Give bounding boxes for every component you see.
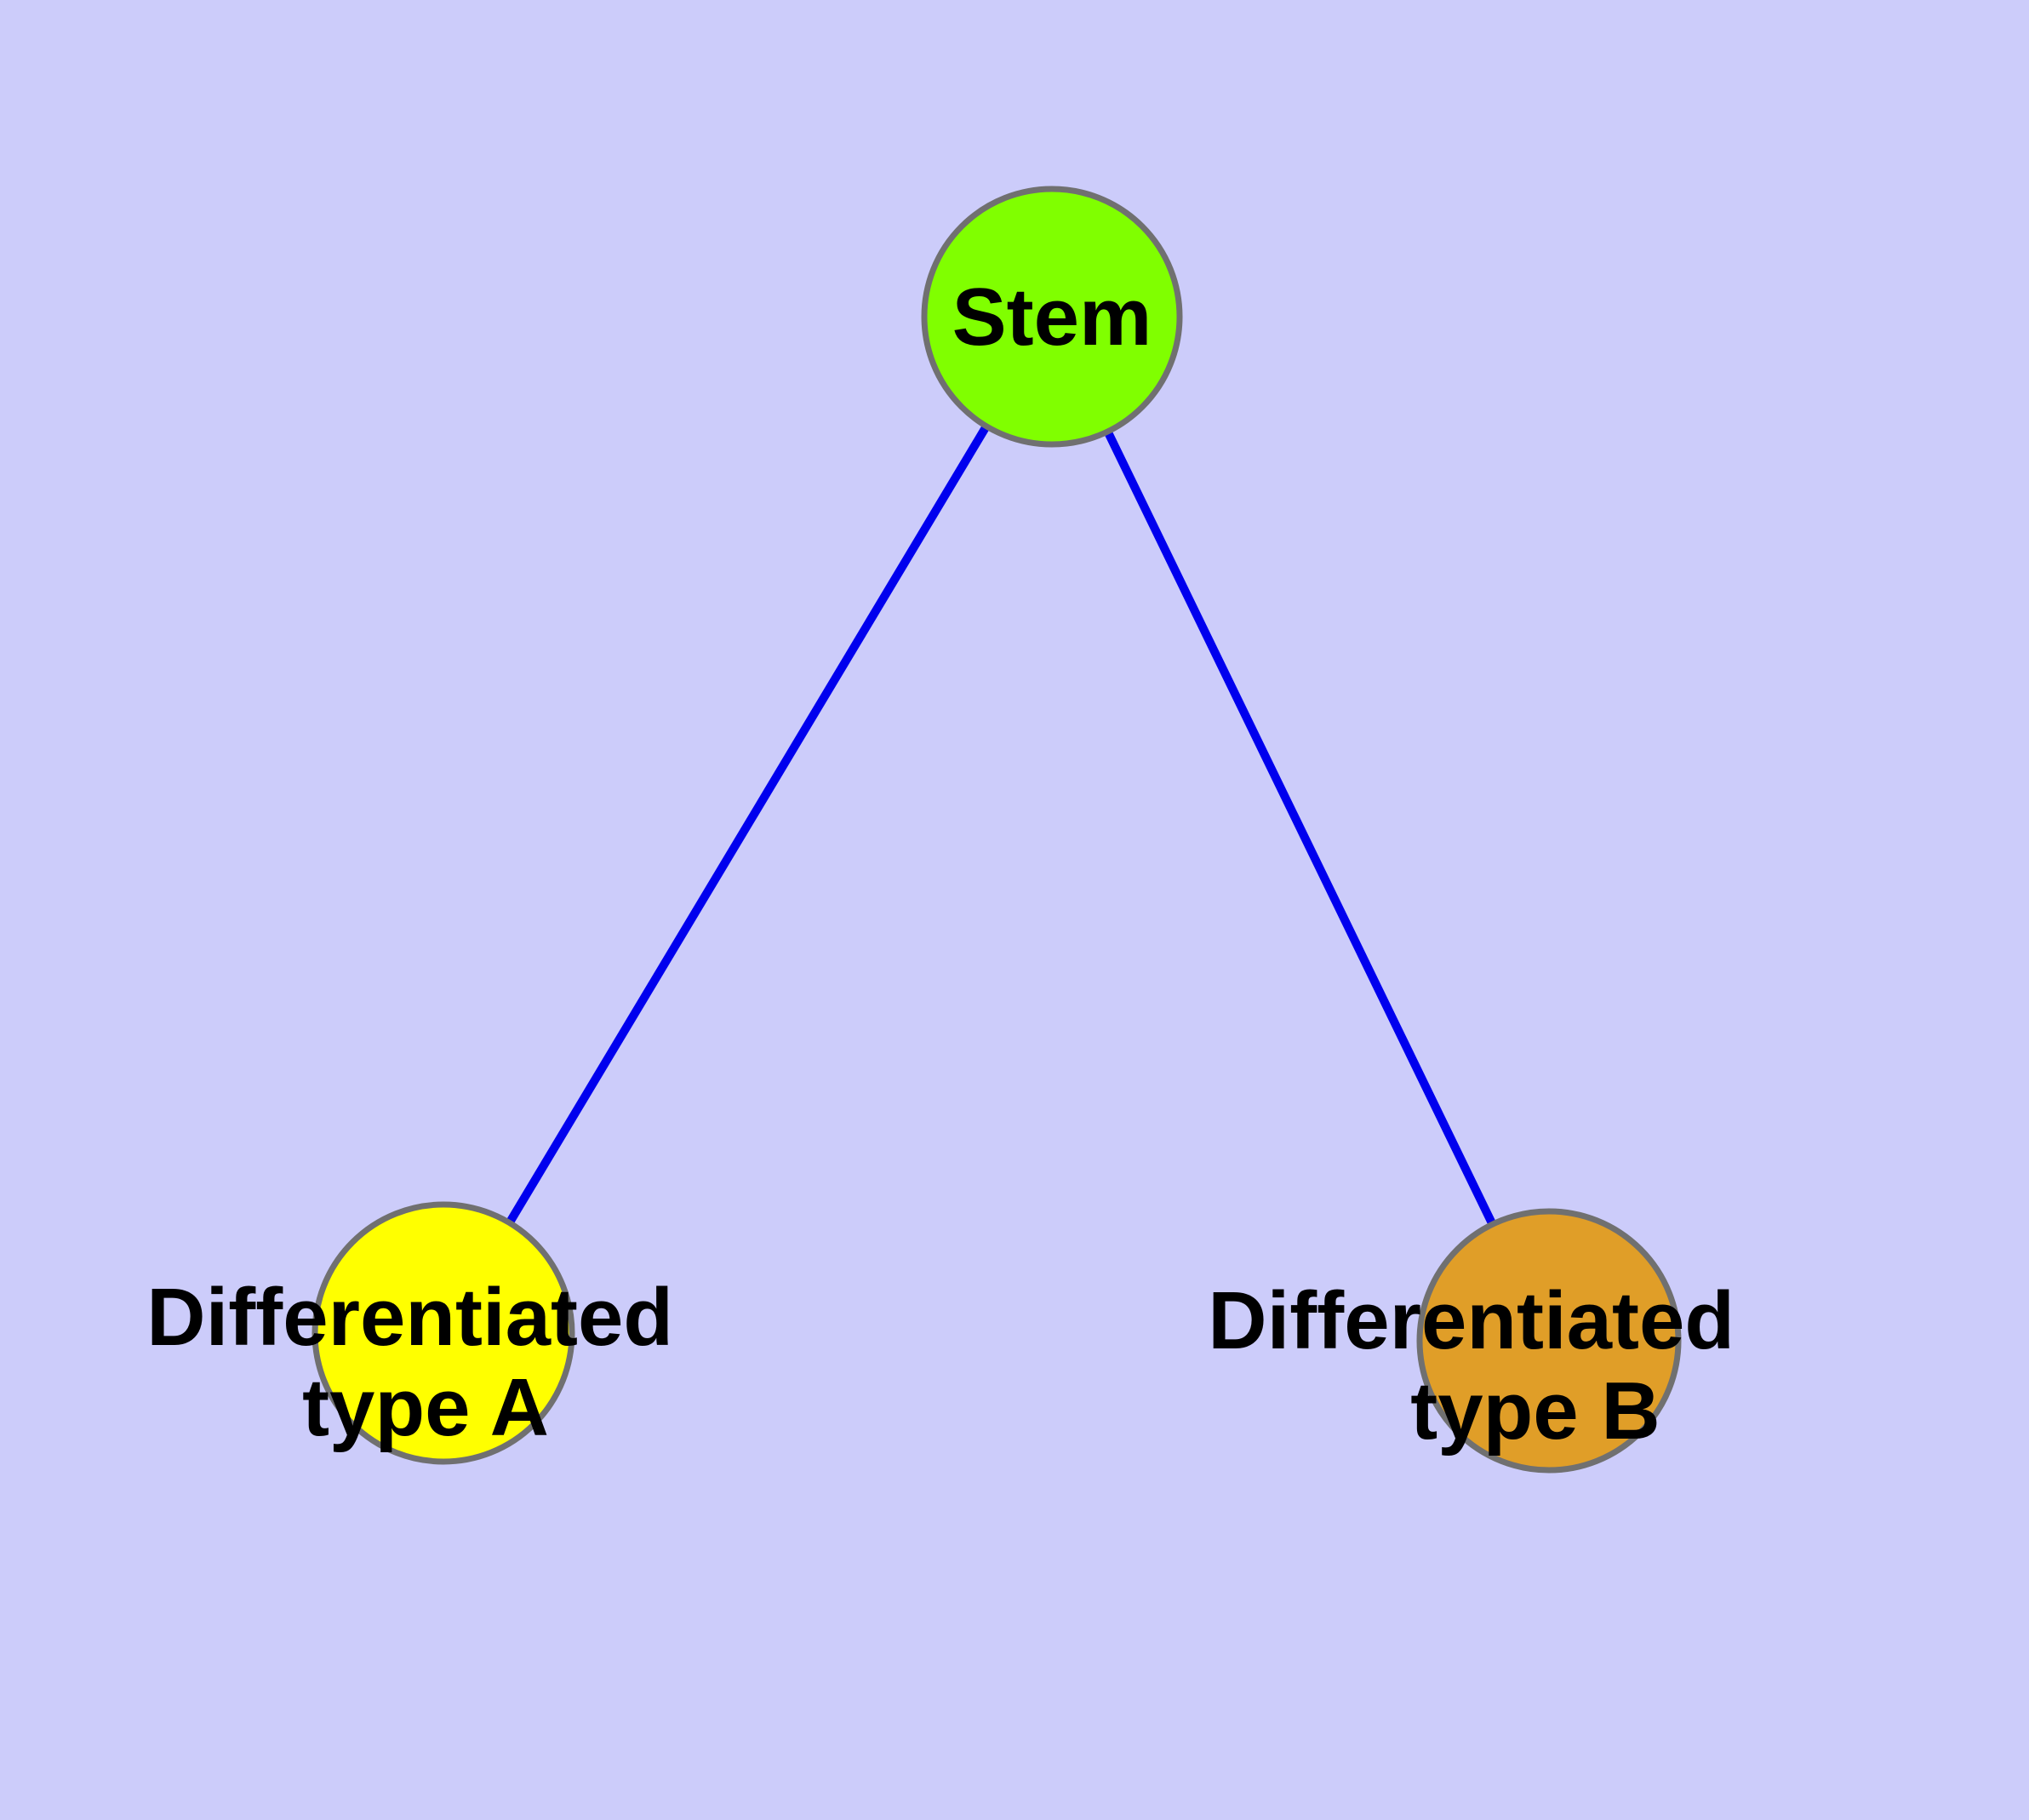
node-differentiated-type-a-label-line-2: type A [302,1362,549,1453]
node-differentiated-type-a[interactable] [311,1201,575,1465]
nodes-layer [311,186,1682,1474]
node-differentiated-type-a-circle[interactable] [311,1201,575,1465]
edge-stem-to-differentiated-type-b[interactable] [1048,314,1553,1343]
node-stem-label-line-1: Stem [952,272,1152,363]
node-stem-circle[interactable] [921,186,1183,448]
node-differentiated-type-b-circle[interactable] [1416,1208,1682,1474]
labels-layer: Stem Differentiated type A Differentiate… [146,272,1757,1457]
node-stem-label: Stem [952,272,1152,363]
node-differentiated-type-a-label: Differentiated type A [146,1272,695,1453]
node-differentiated-type-b-label: Differentiated type B [1208,1275,1757,1457]
edge-stem-to-differentiated-type-a[interactable] [439,314,1056,1336]
node-differentiated-type-a-label-line-1: Differentiated [146,1272,673,1363]
edges-layer [439,314,1553,1343]
node-stem[interactable] [921,186,1183,448]
node-differentiated-type-b-label-line-2: type B [1410,1365,1660,1457]
node-differentiated-type-b[interactable] [1416,1208,1682,1474]
node-differentiated-type-b-label-line-1: Differentiated [1208,1275,1735,1366]
